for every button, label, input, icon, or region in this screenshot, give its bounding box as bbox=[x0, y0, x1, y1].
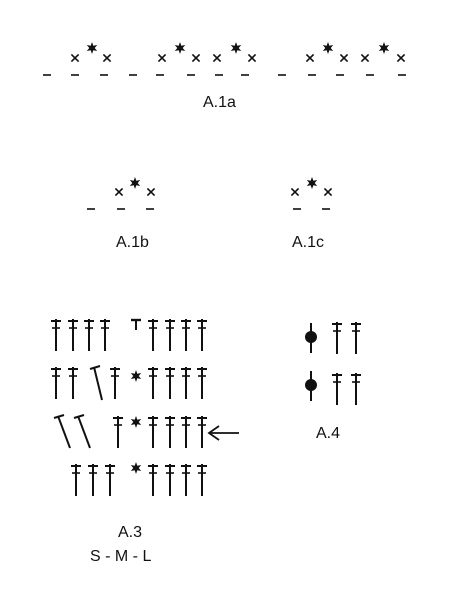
treble-symbol bbox=[197, 367, 207, 399]
crossed-treble-symbol bbox=[73, 414, 91, 449]
treble-symbol bbox=[332, 373, 342, 405]
treble-symbol bbox=[148, 319, 158, 351]
treble-symbol bbox=[84, 319, 94, 351]
label-a4: A.4 bbox=[316, 425, 341, 442]
treble-symbol bbox=[113, 416, 123, 448]
treble-symbol bbox=[181, 416, 191, 448]
treble-symbol bbox=[181, 367, 191, 399]
single-crochet-x-symbol bbox=[323, 187, 333, 197]
diagram-a4 bbox=[305, 322, 361, 405]
label-a1c: A.1c bbox=[292, 234, 325, 251]
treble-symbol bbox=[105, 464, 115, 496]
treble-symbol bbox=[68, 319, 78, 351]
treble-symbol bbox=[71, 464, 81, 496]
diagram-a1b bbox=[87, 177, 156, 210]
single-crochet-x-symbol bbox=[360, 53, 370, 63]
treble-symbol bbox=[148, 464, 158, 496]
diagram-a3 bbox=[51, 318, 239, 496]
crossed-treble-symbol bbox=[53, 414, 71, 449]
single-crochet-x-symbol bbox=[290, 187, 300, 197]
treble-symbol bbox=[165, 319, 175, 351]
treble-symbol bbox=[165, 367, 175, 399]
star-stitch-symbol bbox=[306, 177, 318, 189]
treble-symbol bbox=[181, 464, 191, 496]
treble-symbol bbox=[197, 319, 207, 351]
treble-symbol bbox=[165, 416, 175, 448]
crossed-treble-symbol bbox=[89, 365, 103, 401]
single-crochet-x-symbol bbox=[70, 53, 80, 63]
star-stitch-symbol bbox=[130, 462, 142, 474]
star-stitch-symbol bbox=[174, 42, 186, 54]
treble-symbol bbox=[100, 319, 110, 351]
treble-symbol bbox=[351, 373, 361, 405]
bobble-on-stem-symbol bbox=[305, 371, 317, 401]
single-crochet-x-symbol bbox=[305, 53, 315, 63]
treble-symbol bbox=[197, 416, 207, 448]
star-stitch-symbol bbox=[86, 42, 98, 54]
treble-symbol bbox=[148, 367, 158, 399]
single-crochet-x-symbol bbox=[396, 53, 406, 63]
single-crochet-x-symbol bbox=[114, 187, 124, 197]
diagram-a1c bbox=[290, 177, 333, 210]
diagram-a1a bbox=[43, 42, 406, 76]
star-stitch-symbol bbox=[130, 416, 142, 428]
star-stitch-symbol bbox=[230, 42, 242, 54]
treble-symbol bbox=[51, 367, 61, 399]
single-crochet-x-symbol bbox=[339, 53, 349, 63]
treble-symbol bbox=[197, 464, 207, 496]
single-crochet-x-symbol bbox=[146, 187, 156, 197]
bobble-on-stem-symbol bbox=[305, 323, 317, 353]
treble-symbol bbox=[51, 319, 61, 351]
treble-symbol bbox=[148, 416, 158, 448]
treble-symbol bbox=[181, 319, 191, 351]
top-bar-stitch-symbol bbox=[131, 318, 141, 330]
treble-symbol bbox=[165, 464, 175, 496]
star-stitch-symbol bbox=[378, 42, 390, 54]
single-crochet-x-symbol bbox=[191, 53, 201, 63]
treble-symbol bbox=[332, 322, 342, 354]
label-a1b: A.1b bbox=[116, 234, 149, 251]
single-crochet-x-symbol bbox=[212, 53, 222, 63]
star-stitch-symbol bbox=[129, 177, 141, 189]
label-a3: A.3 bbox=[118, 524, 143, 541]
treble-symbol bbox=[351, 322, 361, 354]
single-crochet-x-symbol bbox=[102, 53, 112, 63]
label-a1a: A.1a bbox=[203, 94, 236, 111]
label-a3-sizes: S - M - L bbox=[90, 548, 152, 565]
single-crochet-x-symbol bbox=[157, 53, 167, 63]
single-crochet-x-symbol bbox=[247, 53, 257, 63]
treble-symbol bbox=[68, 367, 78, 399]
row-direction-arrow bbox=[207, 425, 239, 441]
treble-symbol bbox=[110, 367, 120, 399]
treble-symbol bbox=[88, 464, 98, 496]
star-stitch-symbol bbox=[322, 42, 334, 54]
star-stitch-symbol bbox=[130, 370, 142, 382]
